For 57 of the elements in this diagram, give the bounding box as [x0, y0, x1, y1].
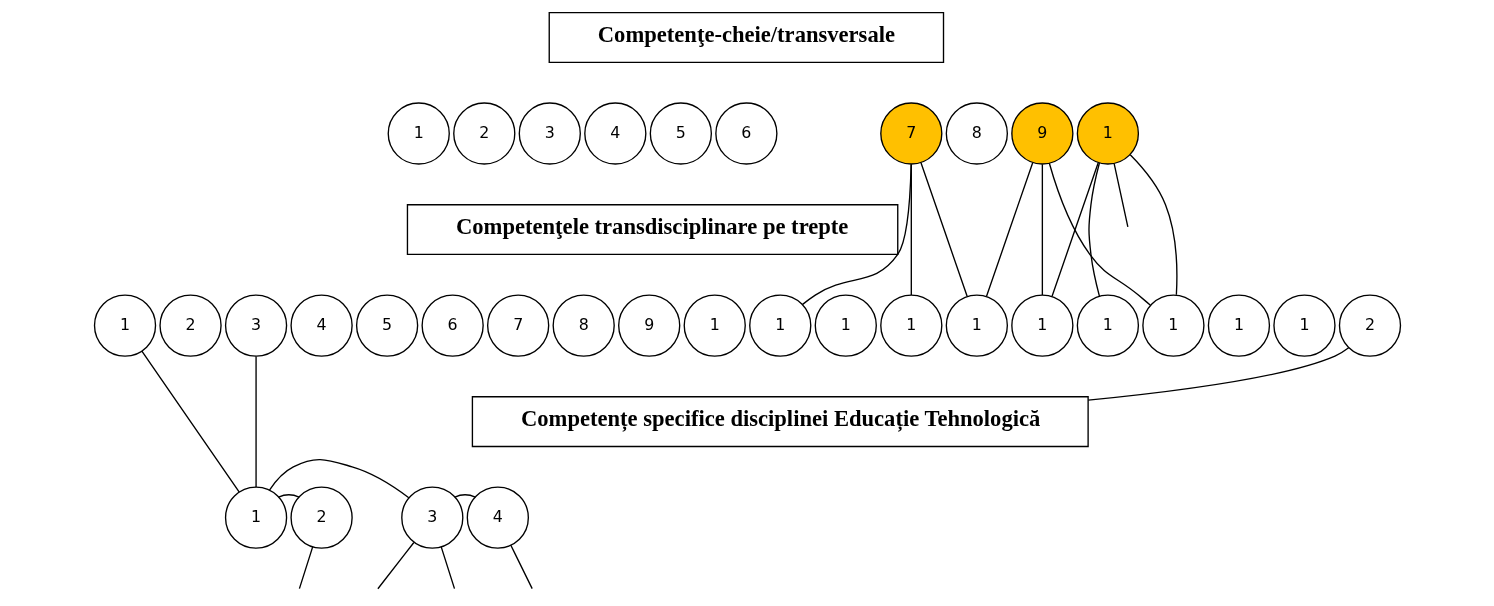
node-circle: 7 [486, 294, 549, 357]
node-box: Competenţele transdisciplinare pe trepte [406, 204, 898, 256]
connector [440, 546, 455, 590]
connector [1041, 163, 1043, 296]
connector [1087, 347, 1349, 401]
node-circle: 4 [289, 294, 353, 357]
node-circle: 1 [945, 294, 1008, 357]
node-circle: 3 [224, 294, 287, 357]
node-circle: 1 [748, 294, 811, 357]
connector [298, 546, 313, 590]
connector [1129, 154, 1178, 296]
connector [1050, 162, 1099, 298]
node-circle: 6 [420, 294, 484, 357]
node-circle: 1 [1207, 294, 1270, 357]
node-circle: 9 [1010, 102, 1074, 165]
node-circle: 4 [466, 486, 529, 549]
node-circle: 8 [945, 102, 1008, 165]
connector [919, 162, 968, 298]
connector [509, 544, 533, 590]
node-circle: 1 [1076, 294, 1139, 357]
node-box: Competențe specifice disciplinei Educație Tehnologică [471, 396, 1089, 448]
node-circle: 2 [1338, 294, 1401, 357]
node-circle: 3 [518, 102, 581, 165]
node-circle: 1 [1141, 294, 1205, 357]
node-circle: 1 [879, 294, 942, 357]
node-circle: 2 [452, 102, 515, 165]
node-circle: 2 [158, 294, 222, 357]
node-box: Competenţe-cheie/transversale [548, 12, 944, 64]
node-circle: 1 [387, 102, 450, 165]
connector [1048, 162, 1151, 306]
connector [1087, 162, 1100, 297]
connector [1113, 163, 1129, 228]
node-circle: 1 [93, 294, 156, 357]
node-circle: 7 [879, 102, 942, 165]
node-circle: 3 [400, 486, 463, 549]
connector [277, 494, 300, 498]
node-circle: 1 [1010, 294, 1074, 357]
connector [268, 458, 409, 499]
connector [254, 355, 257, 488]
node-circle: 9 [617, 294, 680, 357]
node-circle: 1 [224, 486, 287, 549]
connector [140, 350, 240, 493]
connector [910, 163, 912, 296]
node-circle: 2 [289, 486, 353, 549]
node-circle: 1 [1076, 102, 1139, 165]
connector [376, 541, 415, 590]
connector [985, 162, 1033, 298]
node-circle: 8 [552, 294, 615, 357]
node-circle: 5 [649, 102, 712, 165]
connector [801, 163, 912, 306]
node-circle: 5 [355, 294, 418, 357]
node-circle: 1 [1272, 294, 1336, 357]
node-circle: 1 [683, 294, 746, 357]
node-circle: 4 [583, 102, 646, 165]
node-circle: 1 [814, 294, 877, 357]
connector [453, 494, 476, 498]
node-circle: 6 [714, 102, 778, 165]
